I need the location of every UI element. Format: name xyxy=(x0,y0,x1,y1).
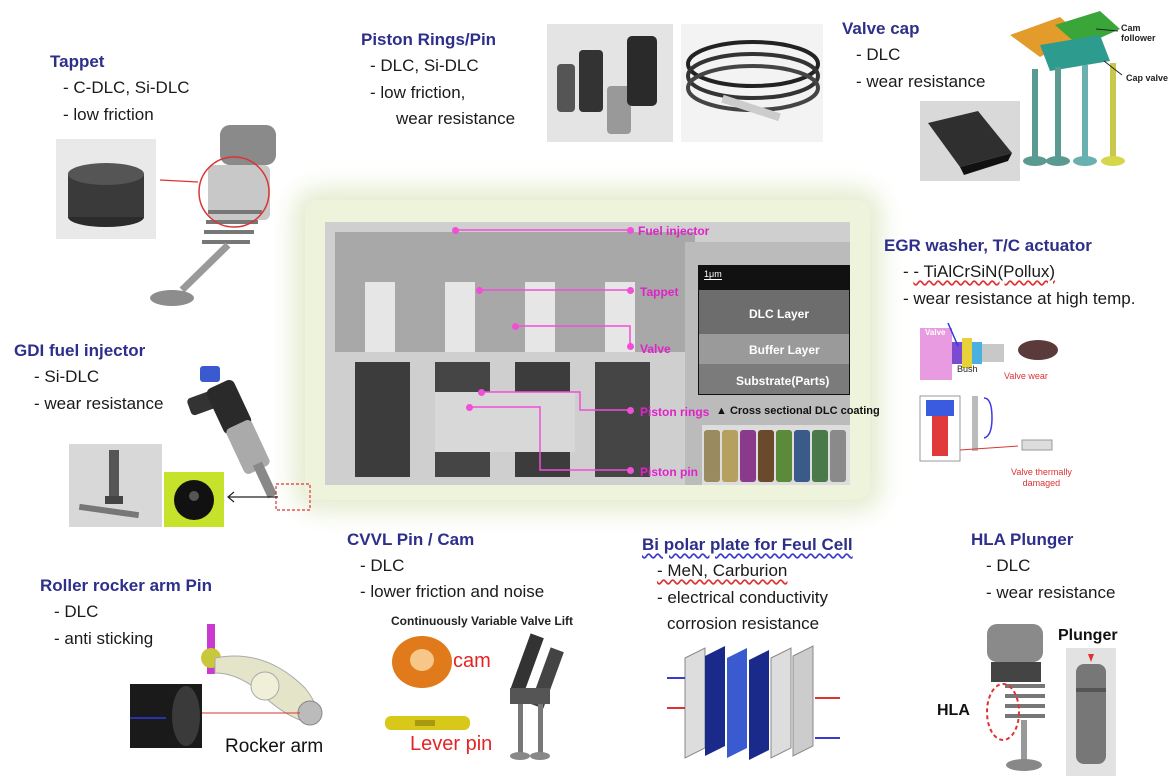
sem-scale-bar: 1μm xyxy=(704,269,722,280)
egr-title: EGR washer, T/C actuator xyxy=(884,236,1092,255)
roller-title: Roller rocker arm Pin xyxy=(40,576,212,595)
tappet-cylinder-icon xyxy=(68,163,144,227)
cvvl-item-1: - DLC xyxy=(360,556,405,575)
fuel-injector-marker-end xyxy=(627,227,634,234)
hla-valve-illustration xyxy=(986,624,1045,771)
sem-caption: ▲ Cross sectional DLC coating xyxy=(716,405,880,417)
hla-title: HLA Plunger xyxy=(971,530,1074,549)
piston-rings-marker xyxy=(478,389,485,396)
gdi-arrow-icon xyxy=(227,491,278,503)
egr-valve-wear-label: Valve wear xyxy=(1004,371,1048,381)
piston-rings-item-2: - low friction, xyxy=(370,83,466,102)
tappet-photo xyxy=(56,139,156,239)
gdi-injector-illustration xyxy=(187,366,311,511)
coated-pins-photo xyxy=(702,425,850,485)
cvvl-cam-label: cam xyxy=(453,650,491,672)
rocker-arm-label: Rocker arm xyxy=(225,736,324,757)
valve-cap-item-2: - wear resistance xyxy=(856,72,986,91)
piston-rings-title: Piston Rings/Pin xyxy=(361,30,497,49)
gdi-tip-photo xyxy=(164,472,224,527)
tappet-marker xyxy=(476,287,483,294)
plunger-label: Plunger xyxy=(1058,627,1118,644)
hla-label: HLA xyxy=(937,702,970,719)
piston-rings-photo xyxy=(681,24,823,142)
plunger-photo xyxy=(1066,648,1116,776)
piston-pins-photo xyxy=(547,24,673,142)
egr-item-1-text: - TiAlCrSiN(Pollux) xyxy=(913,262,1056,281)
coated-pins-icon xyxy=(704,430,846,482)
valve-marker-end xyxy=(627,343,634,350)
plunger-icon xyxy=(1076,654,1106,764)
piston-rings-item-1: - DLC, Si-DLC xyxy=(370,56,479,75)
egr-valve-label: Valve xyxy=(925,328,946,337)
cvvl-illustration xyxy=(385,633,564,760)
valve-cap-title: Valve cap xyxy=(842,19,920,38)
bipolar-title: Bi polar plate for Feul Cell xyxy=(642,535,853,554)
sem-dlc-layer-label: DLC Layer xyxy=(749,307,810,321)
roller-pin-icon xyxy=(130,684,202,748)
rocker-arm-illustration xyxy=(195,624,323,726)
egr-item-1: - - TiAlCrSiN(Pollux) xyxy=(903,262,1056,281)
gdi-item-1: - Si-DLC xyxy=(34,367,100,386)
piston-pin-marker xyxy=(466,404,473,411)
bipolar-item-1-text: - MeN, Carburion xyxy=(657,561,788,580)
piston-pins-icon xyxy=(557,36,657,134)
gdi-nozzle-photo xyxy=(69,444,162,527)
tappet-valve-illustration xyxy=(150,125,276,306)
piston-pin-marker-end xyxy=(627,467,634,474)
egr-bush-label: Bush xyxy=(957,364,978,374)
roller-item-2: - anti sticking xyxy=(54,629,154,648)
egr-thermal-label: Valve thermally damaged xyxy=(1011,467,1072,489)
egr-thermal-label-line1: Valve thermally xyxy=(1011,467,1072,477)
cam-follower-label-line1: Cam xyxy=(1121,23,1141,33)
bipolar-fuel-cell-illustration xyxy=(667,645,840,760)
gdi-title: GDI fuel injector xyxy=(14,341,146,360)
gdi-nozzle-icon xyxy=(78,450,140,519)
engine-label-fuel-injector: Fuel injector xyxy=(638,224,710,238)
cam-follower-label-line2: follower xyxy=(1121,33,1156,43)
engine-label-piston-pin: Piston pin xyxy=(640,465,698,479)
roller-item-1: - DLC xyxy=(54,602,99,621)
piston-rings-icon xyxy=(686,40,820,122)
tappet-item-2: - low friction xyxy=(63,105,154,124)
engine-label-piston-rings: Piston rings xyxy=(640,405,710,419)
egr-thermal-label-line2: damaged xyxy=(1022,478,1061,488)
hla-item-2: - wear resistance xyxy=(986,583,1116,602)
sem-cross-section-image: 1μm DLC Layer Buffer Layer Substrate(Par… xyxy=(698,265,850,395)
bipolar-item-2: - electrical conductivity xyxy=(657,588,829,607)
fuel-injector-marker xyxy=(452,227,459,234)
cam-follower-label: Cam follower xyxy=(1121,23,1156,43)
cvvl-title: CVVL Pin / Cam xyxy=(347,530,475,549)
gdi-tip-icon xyxy=(174,480,214,520)
roller-pin-photo xyxy=(130,684,202,748)
bipolar-item-3: corrosion resistance xyxy=(667,614,820,633)
tappet-item-1: - C-DLC, Si-DLC xyxy=(63,78,190,97)
hla-item-1: - DLC xyxy=(986,556,1031,575)
cap-valve-label: Cap valve xyxy=(1126,73,1169,83)
piston-rings-marker-end xyxy=(627,407,634,414)
cvvl-caption: Continuously Variable Valve Lift xyxy=(391,614,574,628)
gdi-item-2: - wear resistance xyxy=(34,394,164,413)
tappet-marker-end xyxy=(627,287,634,294)
engine-label-tappet: Tappet xyxy=(640,285,679,299)
cvvl-item-2: - lower friction and noise xyxy=(360,582,545,601)
sem-substrate-label: Substrate(Parts) xyxy=(736,374,830,388)
engine-label-valve: Valve xyxy=(640,342,671,356)
sem-buffer-layer-label: Buffer Layer xyxy=(749,343,820,357)
valve-cap-photo xyxy=(920,101,1020,181)
valve-cap-part-icon xyxy=(928,111,1012,175)
valve-cap-item-1: - DLC xyxy=(856,45,901,64)
valve-cap-illustration xyxy=(1010,11,1125,166)
egr-item-2: - wear resistance at high temp. xyxy=(903,289,1136,308)
valve-marker xyxy=(512,323,519,330)
egr-illustration xyxy=(919,322,1058,462)
piston-rings-item-3: wear resistance xyxy=(396,109,516,128)
cvvl-lever-pin-label: Lever pin xyxy=(410,733,493,755)
bipolar-item-1: - MeN, Carburion xyxy=(657,561,787,581)
engine-leader-lines xyxy=(454,229,631,471)
tappet-title: Tappet xyxy=(50,52,105,71)
